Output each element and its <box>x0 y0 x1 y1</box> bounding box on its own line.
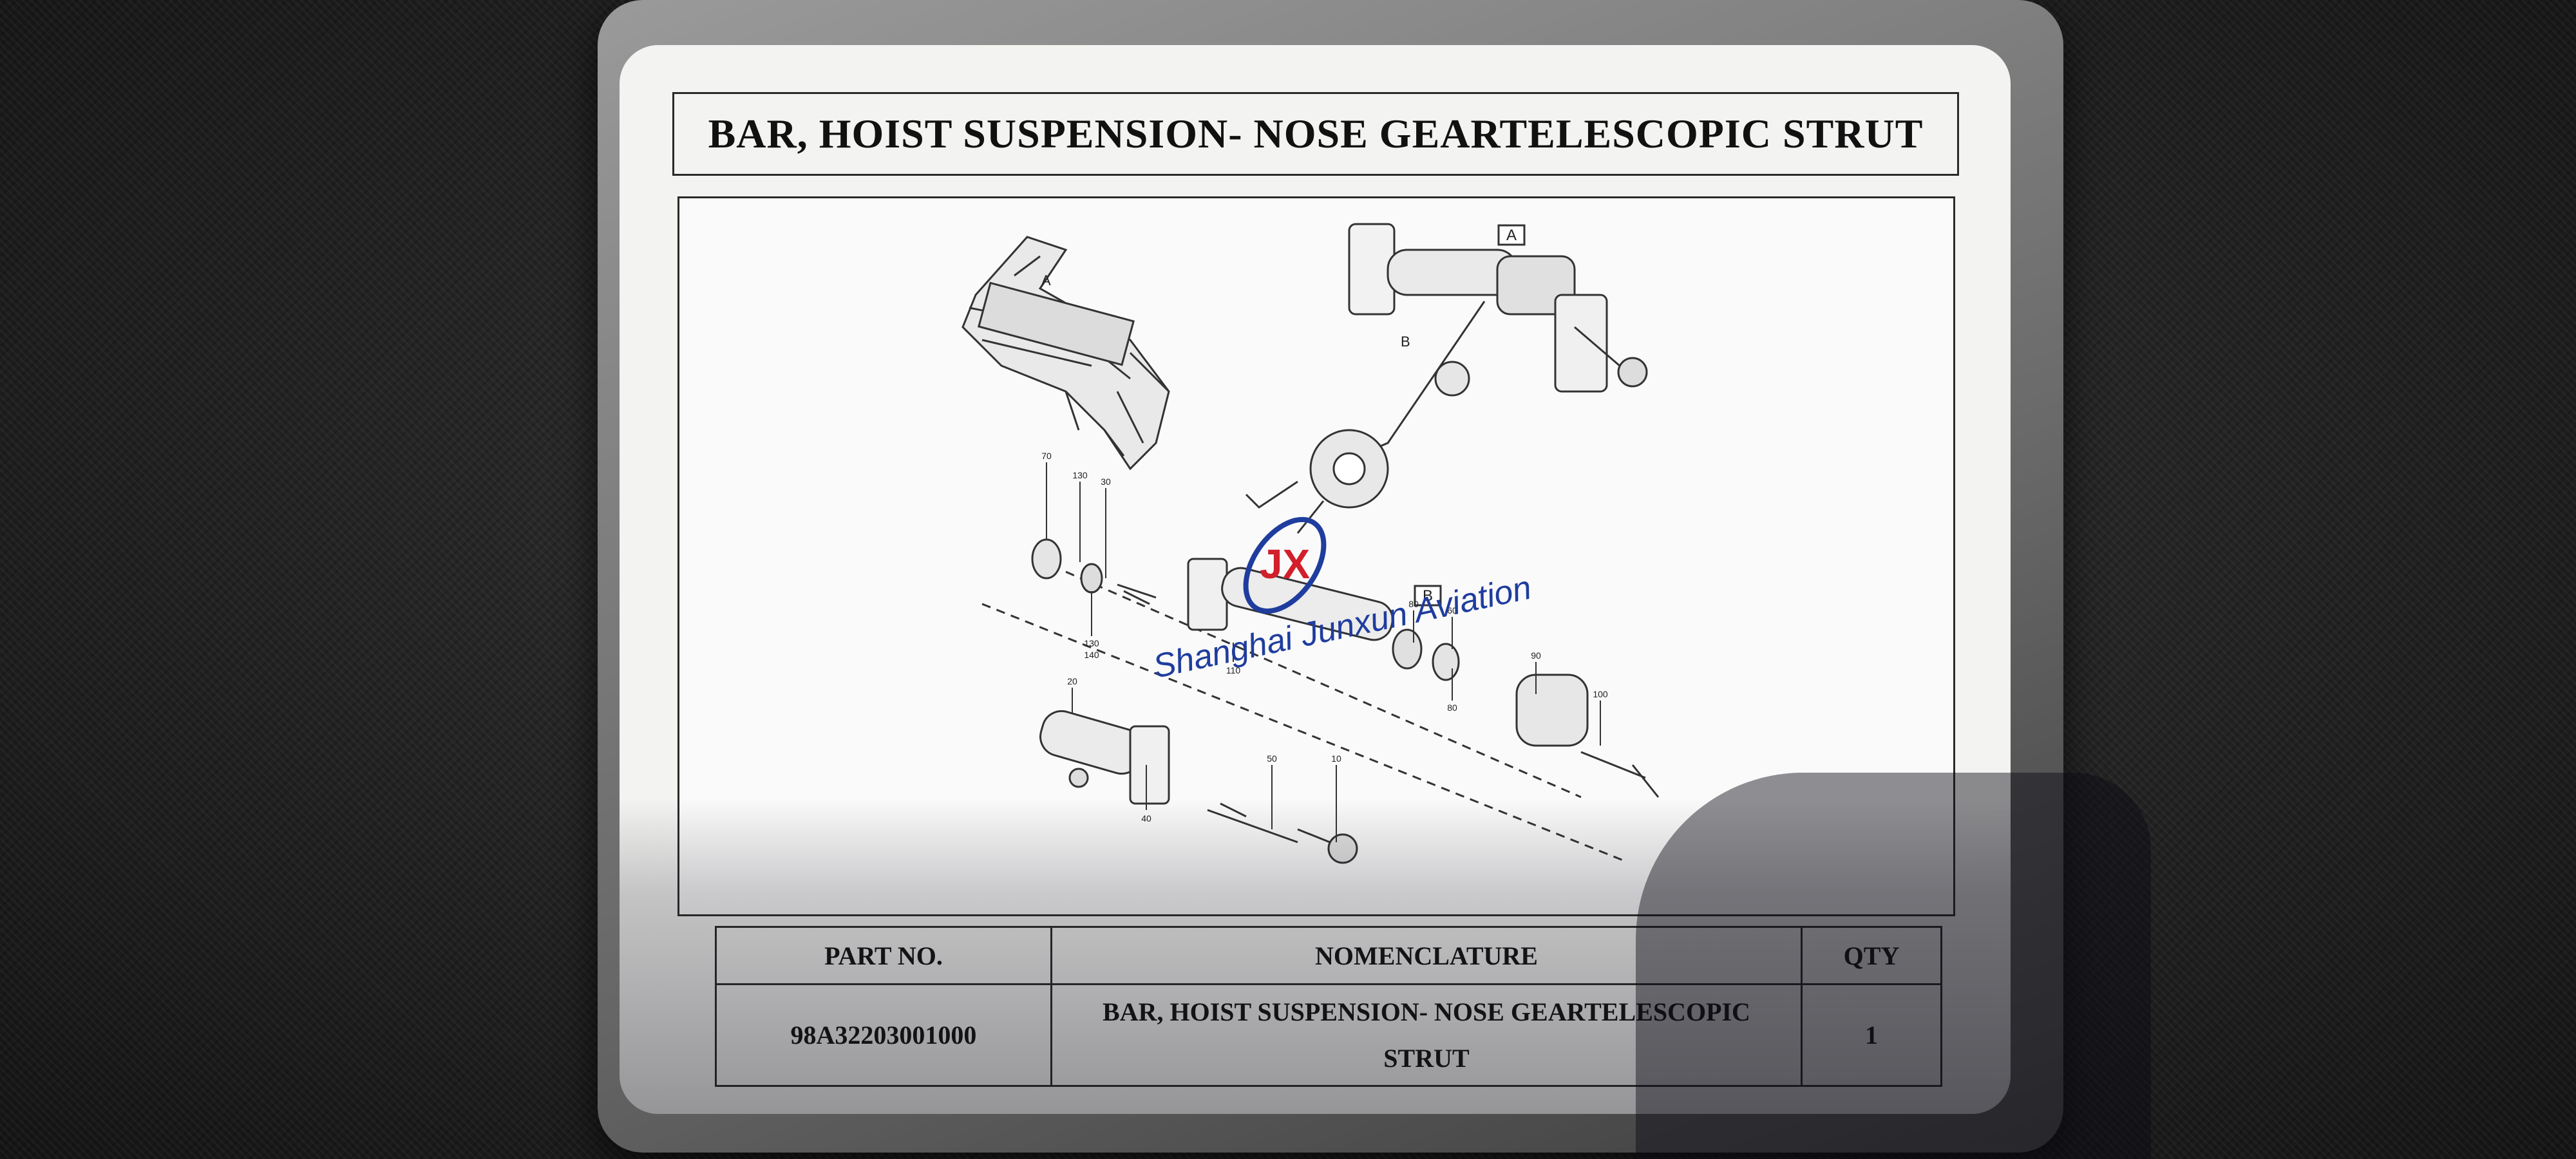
callout-number: 50 <box>1267 753 1277 764</box>
exploded-view-drawing: A B A B 70 130 30 130 140 110 80 60 80 9… <box>961 223 1660 864</box>
header-part-no: PART NO. <box>715 926 1052 985</box>
callout-number: 110 <box>1226 665 1241 675</box>
title-box: BAR, HOIST SUSPENSION- NOSE GEARTELESCOP… <box>672 92 1959 176</box>
callout-number: 40 <box>1141 813 1151 824</box>
callout-number: 30 <box>1101 476 1111 487</box>
card-title: BAR, HOIST SUSPENSION- NOSE GEARTELESCOP… <box>708 111 1924 156</box>
view-b-exploded-parts <box>981 538 1660 864</box>
callout-number: 130 <box>1072 470 1088 480</box>
callout-number: 10 <box>1331 753 1341 764</box>
callout-number: 140 <box>1084 650 1099 660</box>
callout-number: 100 <box>1593 689 1608 699</box>
inline-label-a: A <box>1041 272 1051 288</box>
callout-leaders <box>1046 462 1601 842</box>
header-nomenclature: NOMENCLATURE <box>1050 926 1803 985</box>
callout-number: 80 <box>1408 599 1419 609</box>
view-a-marker <box>1497 224 1526 246</box>
callout-number: 90 <box>1531 650 1541 661</box>
location-diagram <box>961 236 1170 471</box>
callout-number: 130 <box>1084 638 1099 648</box>
view-b-marker <box>1414 585 1442 607</box>
table-header-row: PART NO. NOMENCLATURE QTY <box>715 926 1942 985</box>
cell-qty: 1 <box>1801 983 1942 1087</box>
view-label-a: A <box>1506 227 1517 244</box>
inline-label-b: B <box>1401 334 1410 350</box>
header-qty: QTY <box>1801 926 1942 985</box>
parts-table: PART NO. NOMENCLATURE QTY 98A32203001000… <box>715 926 1942 1087</box>
watermark-logo-letters: JX <box>1260 541 1311 587</box>
view-label-b: B <box>1423 587 1433 605</box>
table-row: 98A32203001000 BAR, HOIST SUSPENSION- NO… <box>715 983 1942 1087</box>
callout-number: 80 <box>1447 702 1457 713</box>
parts-illustration: A B A B 70 130 30 130 140 110 80 60 80 9… <box>677 196 1955 916</box>
watermark-logo-ring <box>1243 516 1327 614</box>
cell-nomenclature: BAR, HOIST SUSPENSION- NOSE GEARTELESCOP… <box>1050 983 1803 1087</box>
callout-number: 20 <box>1067 676 1077 686</box>
callout-number: 70 <box>1041 451 1052 461</box>
callout-number: 60 <box>1447 605 1457 616</box>
cell-part-no: 98A32203001000 <box>715 983 1052 1087</box>
view-a-assembly <box>1245 223 1648 534</box>
